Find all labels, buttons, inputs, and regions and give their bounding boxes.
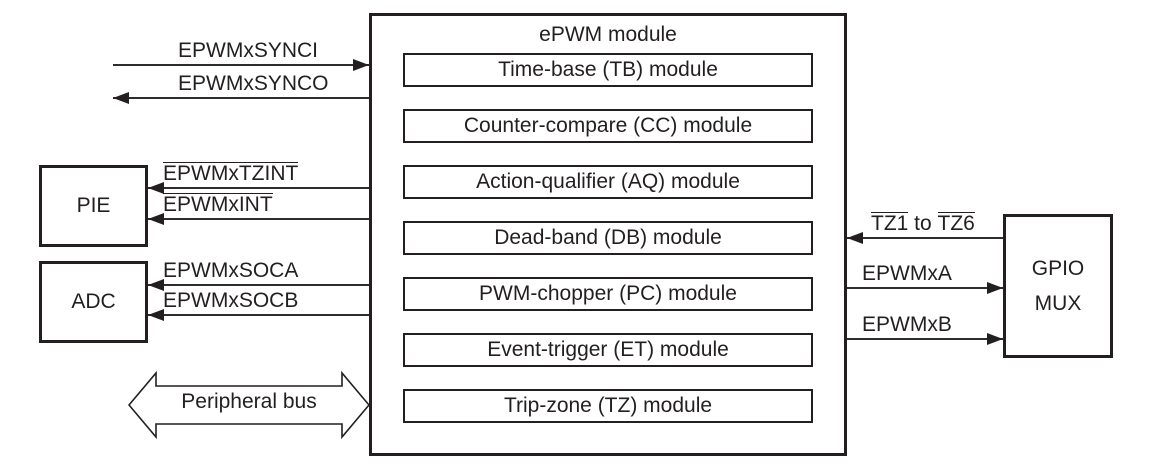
submodule-dead-band: Dead-band (DB) module [403,221,813,255]
epwmxtzint-arrowhead-icon [148,182,164,194]
epwmxsynco-arrowhead-icon [113,92,129,104]
epwmxtzint-wire [148,187,369,189]
epwmxsoca-wire [148,284,369,286]
adc-block: ADC [39,261,148,343]
epwmxa-wire [847,287,1003,289]
pie-block: PIE [39,165,148,247]
submodule-label: Counter-compare (CC) module [463,114,753,137]
epwmxsynci-wire [113,64,369,66]
epwmxsynco-wire [113,97,369,99]
peripheral-bus-arrow [128,370,370,440]
tz6-overline-text: TZ6 [937,212,975,235]
submodule-label: Trip-zone (TZ) module [503,394,713,417]
submodule-label: PWM-chopper (PC) module [479,282,737,305]
epwmxsoca-label: EPWMxSOCA [163,259,299,282]
gpio-mux-label-line1: GPIO [1031,257,1085,280]
submodule-label: Action-qualifier (AQ) module [476,170,740,193]
submodule-label: Event-trigger (ET) module [487,338,729,361]
epwmxa-arrowhead-icon [987,282,1003,294]
submodule-trip-zone: Trip-zone (TZ) module [403,389,813,423]
tz1-overline-text: TZ1 [871,212,909,235]
epwm-module-title: ePWM module [539,23,677,46]
epwmxsynco-label: EPWMxSYNCO [178,72,329,95]
gpio-mux-label-line2: MUX [1034,292,1082,315]
submodule-label: Time-base (TB) module [498,58,718,81]
epwmxb-arrowhead-icon [987,333,1003,345]
submodule-action-qualifier: Action-qualifier (AQ) module [403,165,813,199]
peripheral-bus-label: Peripheral bus [181,390,317,413]
epwmxint-wire [148,218,369,220]
epwmxb-label: EPWMxB [862,313,952,336]
submodule-time-base: Time-base (TB) module [403,53,813,87]
adc-label: ADC [71,290,116,313]
epwmxint-overline-text: EPWMxINT [163,193,273,216]
epwmxsocb-wire [148,314,369,316]
submodule-counter-compare: Counter-compare (CC) module [403,109,813,143]
epwmxtzint-label: EPWMxTZINT [163,162,299,186]
tz-inputs-label: TZ1 to TZ6 [871,212,975,236]
tz-range-middle-text: to [908,212,938,235]
epwmxsynci-label: EPWMxSYNCI [178,39,319,62]
epwmxa-label: EPWMxA [862,262,952,285]
submodule-pwm-chopper: PWM-chopper (PC) module [403,277,813,311]
tz-inputs-arrowhead-icon [847,232,863,244]
submodule-label: Dead-band (DB) module [494,226,722,249]
epwmxsocb-label: EPWMxSOCB [163,289,299,312]
epwmxsoca-arrowhead-icon [148,279,164,291]
epwmxint-arrowhead-icon [148,213,164,225]
submodule-event-trigger: Event-trigger (ET) module [403,333,813,367]
pie-label: PIE [76,194,111,217]
gpio-mux-block: GPIO MUX [1003,214,1113,358]
epwmxint-label: EPWMxINT [163,193,273,217]
tz-inputs-wire [847,237,1003,239]
epwmxsynci-arrowhead-icon [353,59,369,71]
epwmxtzint-overline-text: EPWMxTZINT [163,162,299,185]
epwmxb-wire [847,338,1003,340]
epwm-module-box: ePWM module Time-base (TB) module Counte… [369,13,847,456]
epwmxsocb-arrowhead-icon [148,309,164,321]
